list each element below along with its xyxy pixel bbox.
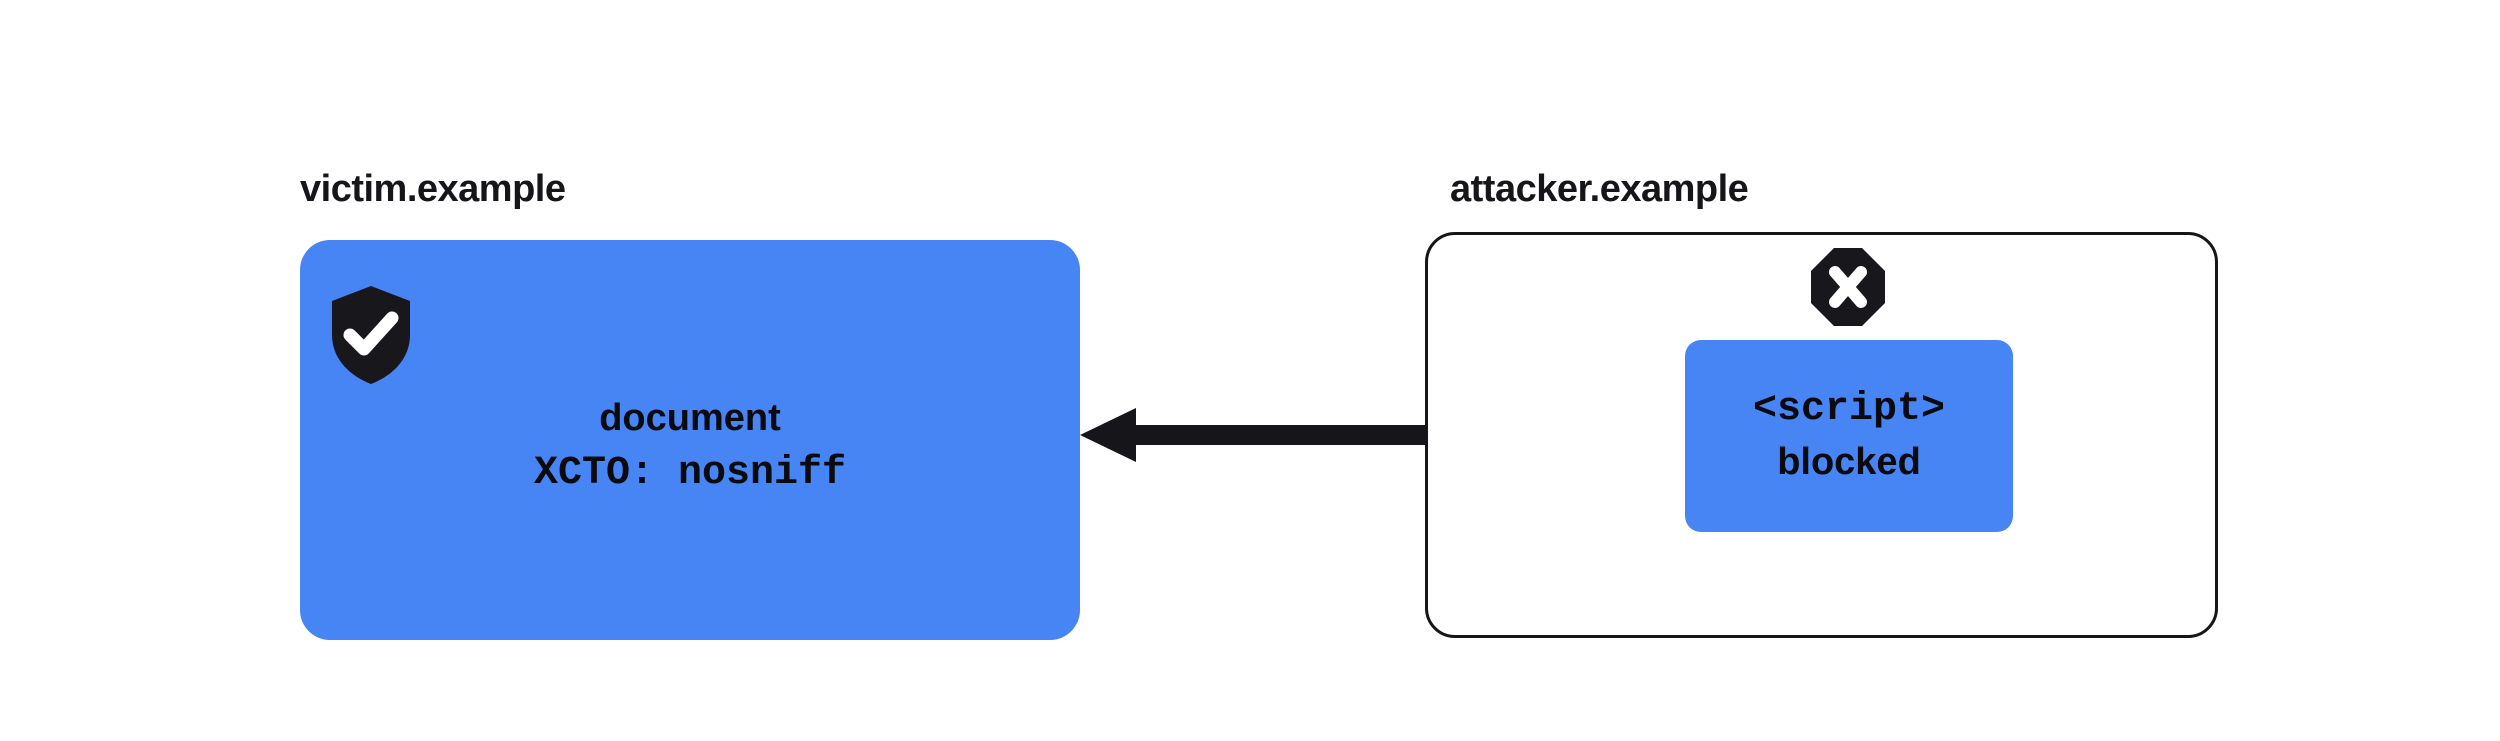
script-state-text: blocked xyxy=(1777,441,1921,483)
victim-origin-label: victim.example xyxy=(300,168,566,210)
script-tag-text: <script> xyxy=(1752,387,1946,432)
document-title: document xyxy=(599,397,781,439)
victim-origin-panel: document XCTO: nosniff xyxy=(300,240,1080,640)
blocked-script-chip: <script> blocked xyxy=(1685,340,2013,532)
attacker-origin-label: attacker.example xyxy=(1450,168,1749,210)
victim-document-text: document XCTO: nosniff xyxy=(300,390,1080,502)
octagon-x-icon xyxy=(1811,248,1885,326)
request-arrow xyxy=(1080,408,1700,462)
attacker-origin-panel: <script> blocked xyxy=(1425,232,2218,638)
document-header-value: XCTO: nosniff xyxy=(533,451,847,496)
shield-check-icon xyxy=(332,286,410,384)
